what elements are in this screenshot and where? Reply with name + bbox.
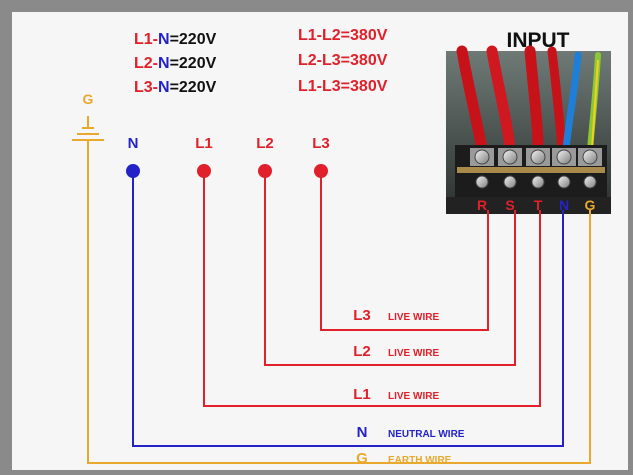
- voltage-l3-n-b: N: [158, 79, 170, 96]
- wire-label-l2: L2 LIVE WIRE: [353, 343, 439, 360]
- terminal-screw: [531, 175, 545, 189]
- wire-id-l1: L1: [353, 386, 371, 403]
- red-cable-extra: [547, 46, 567, 155]
- wire-id-l2: L2: [353, 343, 371, 360]
- wire-label-g: G EARTH WIRE: [356, 450, 451, 467]
- wire-desc-l2: LIVE WIRE: [388, 348, 439, 359]
- terminal-dot-l3: [314, 164, 328, 178]
- wire-desc-l1: LIVE WIRE: [388, 391, 439, 402]
- terminal-screws: [457, 148, 605, 189]
- wire-desc-l3: LIVE WIRE: [388, 312, 439, 323]
- wire-n: [132, 170, 564, 447]
- voltage-l1-l3: L1-L3=380V: [298, 78, 388, 95]
- voltage-l1-l2: L1-L2=380V: [298, 27, 388, 44]
- voltage-l1-l3-b: L3: [322, 78, 341, 95]
- source-terminals: N L1 L2 L3: [126, 135, 330, 178]
- terminal-screw: [503, 175, 517, 189]
- voltage-l1-n: L1-N=220V: [134, 31, 217, 48]
- terminal-dot-n: [126, 164, 140, 178]
- red-cable-t: [524, 45, 544, 156]
- voltage-l3-n-a: L3: [134, 79, 153, 96]
- terminal-screw: [502, 149, 518, 165]
- terminal-label-g: G: [585, 197, 596, 213]
- voltage-l1-l3-a: L1: [298, 78, 317, 95]
- voltage-l2-n-value: 220V: [179, 55, 217, 72]
- blue-cable-n: [562, 51, 582, 154]
- voltage-l2-l3-a: L2: [298, 52, 317, 69]
- voltage-l1-n-b: N: [158, 31, 170, 48]
- wire-l1: [203, 170, 541, 407]
- wire-id-g: G: [356, 450, 368, 467]
- terminal-label-l1: L1: [195, 135, 213, 152]
- wire-desc-n: NEUTRAL WIRE: [388, 429, 465, 440]
- wire-desc-g: EARTH WIRE: [388, 455, 452, 466]
- terminal-block-base: [446, 197, 611, 214]
- terminal-screw: [556, 149, 572, 165]
- terminal-label-r: R: [477, 197, 487, 213]
- terminal-dot-l2: [258, 164, 272, 178]
- voltage-l1-l2-value: 380V: [350, 27, 388, 44]
- voltage-l1-n-value: 220V: [179, 31, 217, 48]
- voltage-l3-n: L3-N=220V: [134, 79, 217, 96]
- ground-label: G: [83, 91, 94, 107]
- wire-id-l3: L3: [353, 307, 371, 324]
- voltage-l1-l2-a: L1: [298, 27, 317, 44]
- terminal-label-l3: L3: [312, 135, 330, 152]
- terminal-screw: [475, 175, 489, 189]
- voltage-l2-n-b: N: [158, 55, 170, 72]
- voltage-l3-n-value: 220V: [179, 79, 217, 96]
- terminal-label-l2: L2: [256, 135, 274, 152]
- green-cable-stripe: [591, 59, 599, 149]
- voltage-l2-n: L2-N=220V: [134, 55, 217, 72]
- voltage-l2-n-a: L2: [134, 55, 153, 72]
- input-title: INPUT: [507, 29, 570, 52]
- terminal-label-t: T: [534, 197, 543, 213]
- voltage-l2-l3-value: 380V: [350, 52, 388, 69]
- terminal-bar: [457, 167, 605, 173]
- terminal-screw: [583, 175, 597, 189]
- terminal-screw: [474, 149, 490, 165]
- wire-l2: [264, 170, 516, 366]
- terminal-label-s: S: [505, 197, 514, 213]
- terminal-label-n: N: [559, 197, 569, 213]
- wire-label-n: N NEUTRAL WIRE: [357, 424, 465, 441]
- wire-l3: [320, 170, 489, 331]
- wire-id-n: N: [357, 424, 368, 441]
- voltage-table: L1-N=220V L2-N=220V L3-N=220V L1-L2=380V…: [134, 27, 388, 96]
- wire-g: [87, 140, 591, 464]
- red-cable-r: [456, 45, 488, 156]
- wire-routes: [87, 140, 591, 464]
- wire-label-l3: L3 LIVE WIRE: [353, 307, 439, 324]
- terminal-label-n: N: [128, 135, 139, 152]
- voltage-l2-l3-b: L3: [322, 52, 341, 69]
- terminal-dot-l1: [197, 164, 211, 178]
- red-cable-s: [486, 45, 516, 156]
- voltage-l1-l2-b: L2: [322, 27, 341, 44]
- voltage-l1-n-a: L1: [134, 31, 153, 48]
- voltage-l1-l3-value: 380V: [350, 78, 388, 95]
- terminal-screw: [530, 149, 546, 165]
- wire-label-l1: L1 LIVE WIRE: [353, 386, 439, 403]
- terminal-screw: [582, 149, 598, 165]
- voltage-l2-l3: L2-L3=380V: [298, 52, 388, 69]
- terminal-screw: [557, 175, 571, 189]
